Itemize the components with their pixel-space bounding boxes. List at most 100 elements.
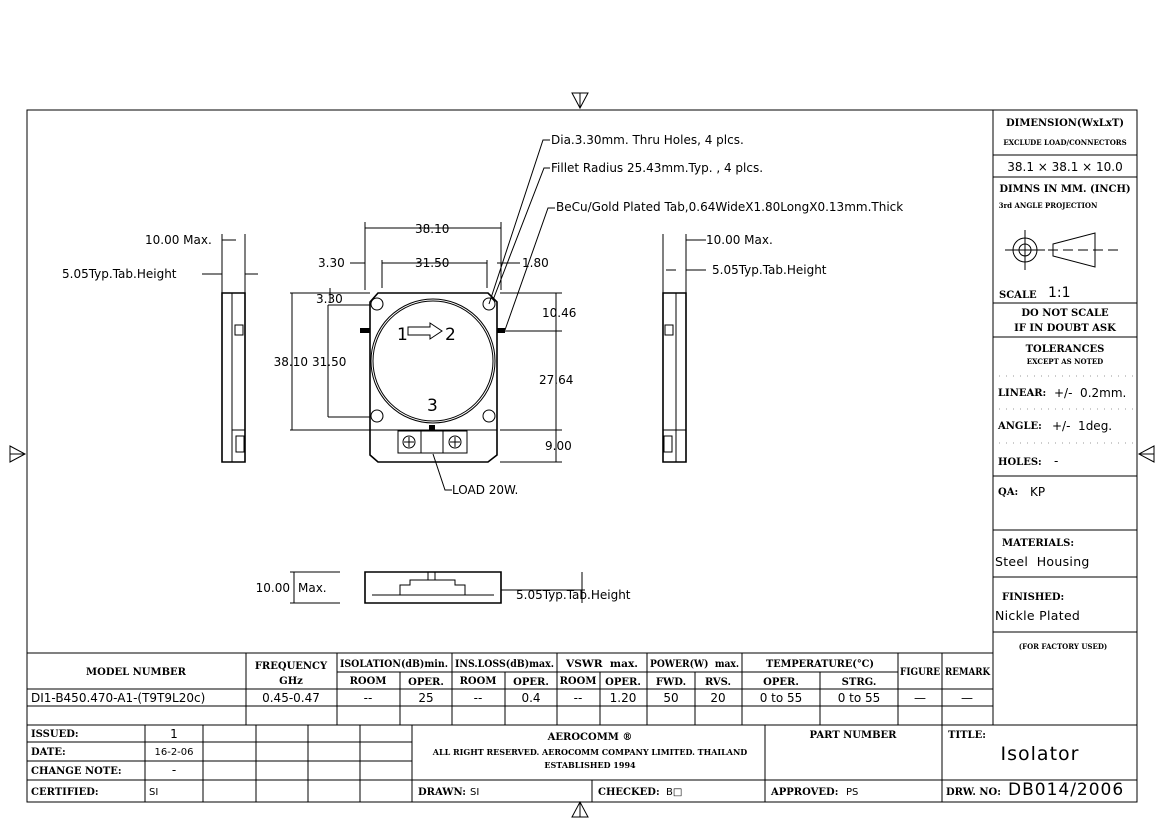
issued-value: 1 [170, 727, 178, 741]
header-isolation: ISOLATION(dB)min. [340, 659, 448, 670]
dimension-title: DIMENSION(WxLxT) [1006, 118, 1124, 129]
header-rvs: RVS. [705, 677, 731, 688]
tolerances-title: TOLERANCES [1026, 344, 1105, 355]
checked-label: CHECKED: [598, 787, 660, 798]
dim-edge: 3.30 [318, 256, 345, 270]
drawn-label: DRAWN: [418, 787, 466, 798]
note-load: LOAD 20W. [452, 483, 518, 497]
part-number-label: PART NUMBER [810, 730, 898, 741]
bottom-view: 10.00 Max. 5.05Typ.Tab.Height [256, 571, 631, 604]
right-side-view: 10.00 Max. 5.05Typ.Tab.Height [662, 233, 827, 463]
drawn-value: SI [470, 787, 479, 798]
centering-marks [9, 92, 1155, 818]
dim-tab-top: 10.46 [542, 306, 576, 320]
company-name: AEROCOMM ® [547, 732, 633, 743]
checked-value: B□ [666, 787, 682, 798]
scale-label: SCALE [999, 290, 1037, 301]
angle-label: ANGLE: [997, 421, 1042, 432]
cell-ins-oper: 0.4 [521, 691, 540, 705]
header-temp-strg: STRG. [842, 677, 877, 688]
header-power: POWER(W) max. [650, 659, 739, 670]
drw-no-value: DB014/2006 [1008, 780, 1124, 800]
scale-value: 1:1 [1048, 285, 1071, 301]
port-1-label: 1 [397, 325, 408, 345]
dim-width-outer: 38.10 [415, 222, 449, 236]
certified-label: CERTIFIED: [31, 787, 99, 798]
header-insloss: INS.LOSS(dB)max. [455, 659, 554, 670]
cell-power-rvs: 20 [710, 691, 725, 705]
front-view: 1 2 3 38.10 31.50 3.30 3.30 1.80 38.10 3… [274, 133, 904, 497]
change-note-label: CHANGE NOTE: [31, 766, 122, 777]
port-2-label: 2 [445, 325, 456, 345]
header-ins-room: ROOM [460, 676, 497, 687]
dim-height-outer: 38.10 [274, 355, 308, 369]
header-frequency: FREQUENCY [255, 661, 328, 672]
right-max-height: 10.00 Max. [706, 233, 773, 247]
cell-temp-strg: 0 to 55 [838, 691, 881, 705]
materials-value: Steel Housing [995, 554, 1090, 569]
linear-value: +/- 0.2mm. [1054, 386, 1126, 400]
note-fillet: Fillet Radius 25.43mm.Typ. , 4 plcs. [551, 161, 763, 175]
title-label: TITLE: [948, 730, 986, 741]
note-holes: Dia.3.30mm. Thru Holes, 4 plcs. [551, 133, 744, 147]
holes-label: HOLES: [998, 457, 1042, 468]
cell-iso-room: -- [364, 691, 373, 705]
units-note: DIMNS IN MM. (INCH) [999, 184, 1130, 195]
bottom-tab-height: 5.05Typ.Tab.Height [516, 588, 631, 602]
header-iso-oper: OPER. [408, 677, 444, 688]
title-value: Isolator [1001, 743, 1080, 765]
do-not-scale: DO NOT SCALE [1021, 308, 1109, 319]
date-value: 16-2-06 [154, 747, 193, 758]
header-ins-oper: OPER. [513, 677, 549, 688]
qa-value: KP [1030, 485, 1045, 499]
qa-label: QA: [998, 487, 1018, 498]
materials-label: MATERIALS: [1002, 538, 1074, 549]
linear-label: LINEAR: [998, 388, 1046, 399]
cell-model: DI1-B450.470-A1-(T9T9L20c) [31, 691, 205, 705]
port-3-label: 3 [427, 396, 438, 416]
cell-temp-oper: 0 to 55 [760, 691, 803, 705]
table-row: DI1-B450.470-A1-(T9T9L20c) 0.45-0.47 -- … [31, 691, 973, 705]
cell-iso-oper: 25 [418, 691, 433, 705]
header-frequency-unit: GHz [279, 676, 303, 687]
except-note: EXCEPT AS NOTED [1027, 357, 1104, 366]
dimension-value: 38.1 × 38.1 × 10.0 [1007, 160, 1123, 174]
cell-ins-room: -- [474, 691, 483, 705]
dim-height-inner: 31.50 [312, 355, 346, 369]
header-vswr-room: ROOM [560, 676, 597, 687]
left-max-height: 10.00 Max. [145, 233, 212, 247]
certified-value: SI [149, 787, 158, 798]
third-angle-projection-icon [1005, 230, 1118, 270]
dim-tab-offset: 1.80 [522, 256, 549, 270]
date-label: DATE: [31, 747, 66, 758]
side-panel: DIMENSION(WxLxT) EXCLUDE LOAD/CONNECTORS… [992, 110, 1137, 653]
header-vswr-oper: OPER. [605, 677, 641, 688]
drw-no-label: DRW. NO: [946, 787, 1001, 798]
header-remark: REMARK [945, 667, 990, 678]
established-note: ESTABLISHED 1994 [544, 760, 636, 770]
cell-remark: — [961, 691, 973, 705]
angle-value: +/- 1deg. [1052, 419, 1112, 433]
bottom-max-label: Max. [298, 581, 327, 595]
left-tab-height: 5.05Typ.Tab.Height [62, 267, 177, 281]
header-figure: FIGURE [900, 667, 940, 678]
header-iso-room: ROOM [350, 676, 387, 687]
factory-note: (FOR FACTORY USED) [1019, 642, 1107, 651]
header-temperature: TEMPERATURE(°C) [766, 659, 874, 670]
rights-note: ALL RIGHT RESERVED. AEROCOMM COMPANY LIM… [432, 747, 748, 757]
holes-value: - [1054, 454, 1058, 468]
header-vswr: VSWR max. [565, 659, 638, 670]
dim-width-inner: 31.50 [415, 256, 449, 270]
drawing-frame [26, 109, 1138, 803]
header-fwd: FWD. [656, 677, 686, 688]
dim-edge-vertical: 3.30 [316, 292, 343, 306]
cell-figure: — [914, 691, 926, 705]
right-tab-height: 5.05Typ.Tab.Height [712, 263, 827, 277]
dim-load-height: 9.00 [545, 439, 572, 453]
issued-label: ISSUED: [31, 729, 79, 740]
dim-tab-span: 27.64 [539, 373, 573, 387]
projection-note: 3rd ANGLE PROJECTION [999, 201, 1098, 210]
exclude-note: EXCLUDE LOAD/CONNECTORS [1003, 138, 1126, 147]
header-temp-oper: OPER. [763, 677, 799, 688]
